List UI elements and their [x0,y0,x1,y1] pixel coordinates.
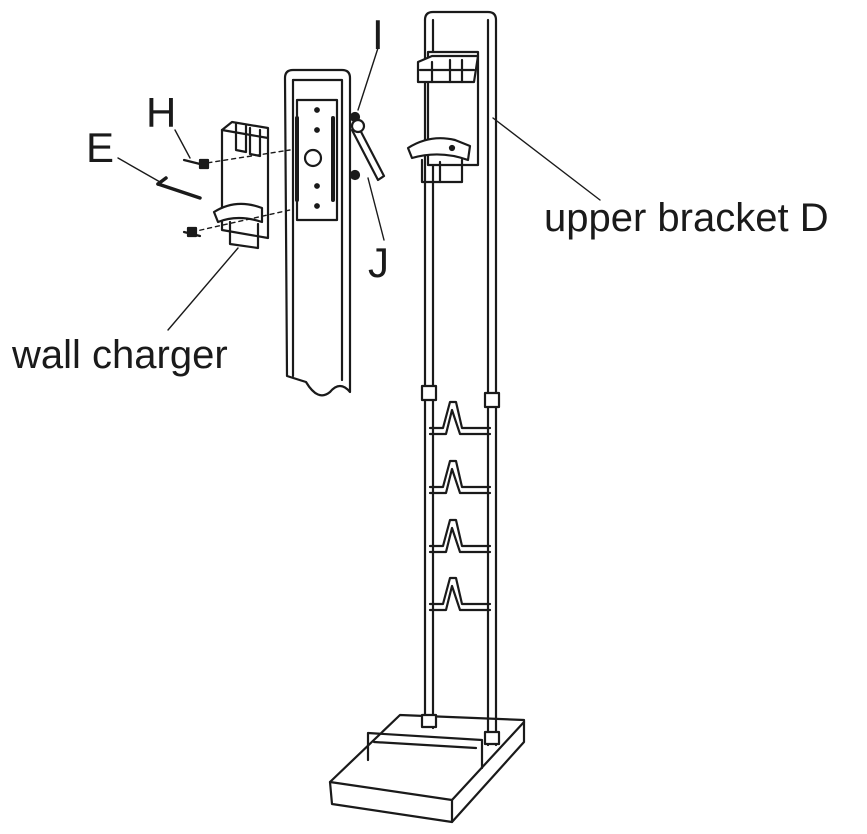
label-e: E [86,124,115,171]
stand-poles [420,10,501,747]
label-i: I [372,11,384,58]
fasteners [156,111,386,238]
label-upper-bracket-d: upper bracket D [544,196,829,240]
wall-panel [283,68,352,397]
label-wall-charger: wall charger [12,333,228,377]
upper-bracket-d [406,50,480,184]
label-h: H [146,89,177,136]
wall-charger [212,120,270,250]
label-j: J [368,239,389,286]
callout-lines [117,47,601,331]
base-plate [328,713,526,824]
accessory-hooks [428,400,492,612]
